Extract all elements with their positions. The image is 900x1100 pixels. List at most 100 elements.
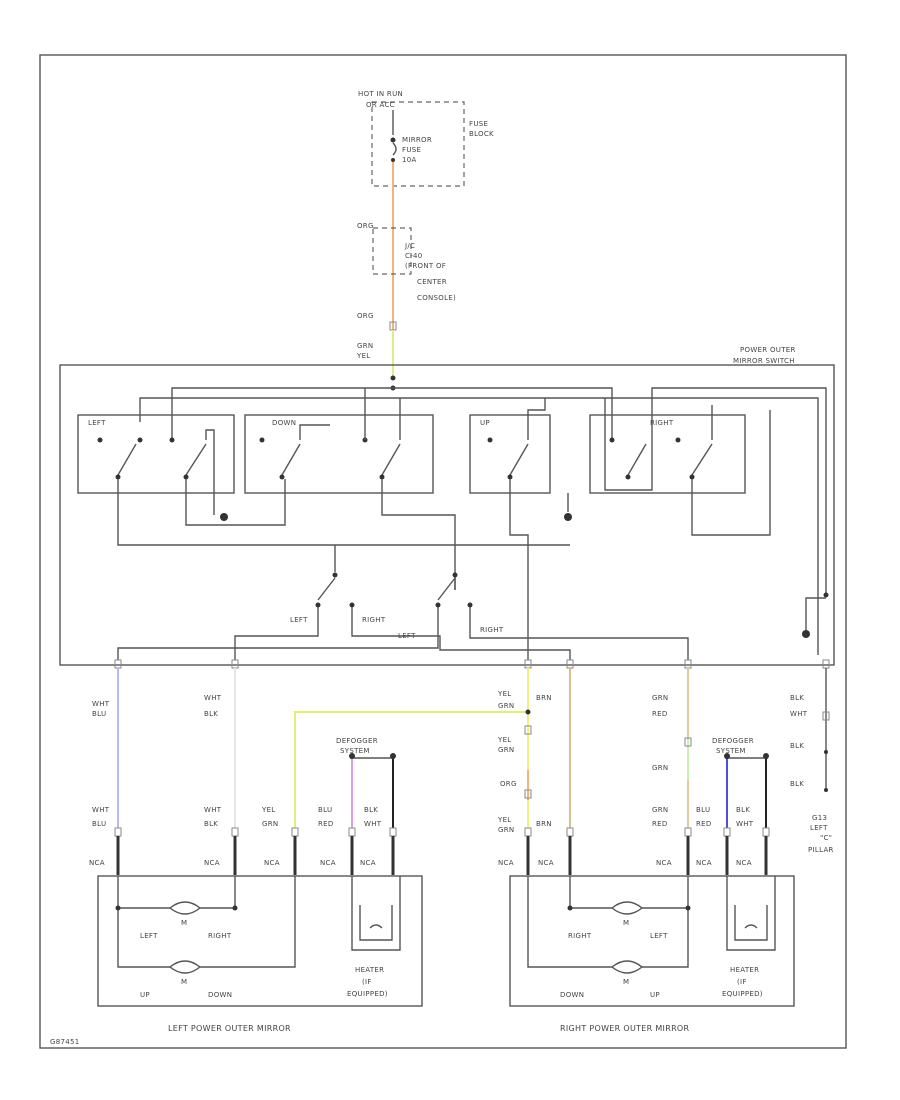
wire-label: BLK — [736, 806, 750, 814]
c40-label-1: J/C — [404, 242, 415, 250]
nca-label: NCA — [204, 859, 220, 867]
connector-stubs — [114, 827, 770, 875]
wire-label: BLK — [204, 820, 218, 828]
wire-label: GRN — [262, 820, 278, 828]
defogger-label-2: SYSTEM — [340, 747, 370, 755]
switch-down-label: DOWN — [272, 419, 296, 427]
wire-label: YEL — [497, 816, 512, 824]
fuse-block-label-1: FUSE — [469, 120, 488, 128]
figure-code: G87451 — [50, 1038, 80, 1046]
selector-left-1: LEFT — [290, 616, 308, 624]
left-motor-label-right: RIGHT — [208, 932, 232, 940]
wire-label: RED — [318, 820, 334, 828]
switch-bus — [139, 397, 819, 655]
nca-label: NCA — [736, 859, 752, 867]
svg-text:M: M — [623, 919, 629, 927]
fuse-terminal — [390, 137, 396, 143]
wire-label: GRN — [652, 806, 668, 814]
right-heater — [726, 876, 776, 951]
source-label-1: HOT IN RUN — [358, 90, 403, 98]
right-heater-label-2: (IF — [737, 978, 747, 986]
wire-label: RED — [696, 820, 712, 828]
switch-title-1: POWER OUTER — [740, 346, 796, 354]
diagram-frame — [39, 54, 847, 1049]
wire-label: BLK — [790, 694, 804, 702]
wire-label-grn: GRN — [357, 342, 373, 350]
wire-label: RED — [652, 820, 668, 828]
feed-node — [390, 375, 396, 381]
ground-node — [824, 788, 828, 792]
wire-label: WHT — [204, 694, 222, 702]
nca-label: NCA — [360, 859, 376, 867]
defogger-terminal — [349, 753, 355, 759]
ground-symbol — [802, 630, 810, 638]
ground-symbol — [564, 513, 572, 521]
wire-label: BLK — [204, 710, 218, 718]
wire-label: ORG — [500, 780, 517, 788]
nca-label: NCA — [538, 859, 554, 867]
fuse-label-1: MIRROR — [402, 136, 432, 144]
right-motor-label-right: RIGHT — [568, 932, 592, 940]
wire-label: BLU — [696, 806, 710, 814]
fuse-symbol — [392, 142, 397, 156]
wire-label: GRN — [652, 764, 668, 772]
switch-up-label: UP — [480, 419, 490, 427]
g13-label-3: "C" — [820, 834, 832, 842]
wire-label: BLK — [364, 806, 378, 814]
nca-label: NCA — [656, 859, 672, 867]
wire-label: YEL — [497, 690, 512, 698]
right-mirror-box — [509, 875, 795, 1007]
c40-label-3: (FRONT OF — [405, 262, 446, 270]
fuse-terminal-2 — [391, 158, 395, 162]
connector-c40-outline — [372, 227, 412, 275]
switch-right-label: RIGHT — [650, 419, 674, 427]
splice-node — [525, 709, 531, 715]
wire-label: BLU — [92, 710, 106, 718]
defogger-label-2: SYSTEM — [716, 747, 746, 755]
nca-label: NCA — [498, 859, 514, 867]
right-mirror-title: RIGHT POWER OUTER MIRROR — [560, 1024, 690, 1033]
wire-label: BRN — [536, 694, 552, 702]
defogger-terminal — [390, 753, 396, 759]
switch-bus-2 — [171, 387, 613, 440]
wire-label: BLU — [318, 806, 332, 814]
wire-label: WHT — [364, 820, 382, 828]
svg-text:M: M — [623, 978, 629, 986]
wire-label: WHT — [92, 806, 110, 814]
wire-label-yel: YEL — [356, 352, 371, 360]
wire-label: BRN — [536, 820, 552, 828]
right-motor-label-up: UP — [650, 991, 660, 999]
c40-label-4: CENTER — [417, 278, 447, 286]
left-motor-label-down: DOWN — [208, 991, 232, 999]
fuse-label-2: FUSE — [402, 146, 421, 154]
wire-label: BLK — [790, 742, 804, 750]
right-motor-label-left: LEFT — [650, 932, 668, 940]
ground-lead — [805, 597, 826, 630]
g13-label-1: G13 — [812, 814, 827, 822]
c40-label-5: CONSOLE) — [417, 294, 456, 302]
source-label-2: OR ACC — [366, 101, 395, 109]
g13-label-2: LEFT — [810, 824, 828, 832]
left-mirror-motors: M M — [115, 876, 296, 986]
svg-text:M: M — [181, 919, 187, 927]
left-heater — [351, 876, 401, 951]
wire-label: WHT — [736, 820, 754, 828]
selector-right-2: RIGHT — [480, 626, 504, 634]
fuse-block-label-2: BLOCK — [469, 130, 494, 138]
nca-label: NCA — [264, 859, 280, 867]
mirror-switch-box — [59, 364, 835, 666]
switch-left — [77, 414, 235, 494]
selector-left-2: LEFT — [398, 632, 416, 640]
defogger-label-1: DEFOGGER — [336, 737, 378, 745]
switch-contacts-left — [97, 429, 570, 546]
wire-label: BLK — [790, 780, 804, 788]
switch-contacts-down — [259, 388, 456, 590]
wire-label: WHT — [204, 806, 222, 814]
wire-label: GRN — [498, 826, 514, 834]
switch-title-2: MIRROR SWITCH — [733, 357, 795, 365]
wire-label: RED — [652, 710, 668, 718]
switch-bus-3 — [604, 387, 827, 595]
nca-label: NCA — [320, 859, 336, 867]
defogger-terminal — [763, 753, 769, 759]
